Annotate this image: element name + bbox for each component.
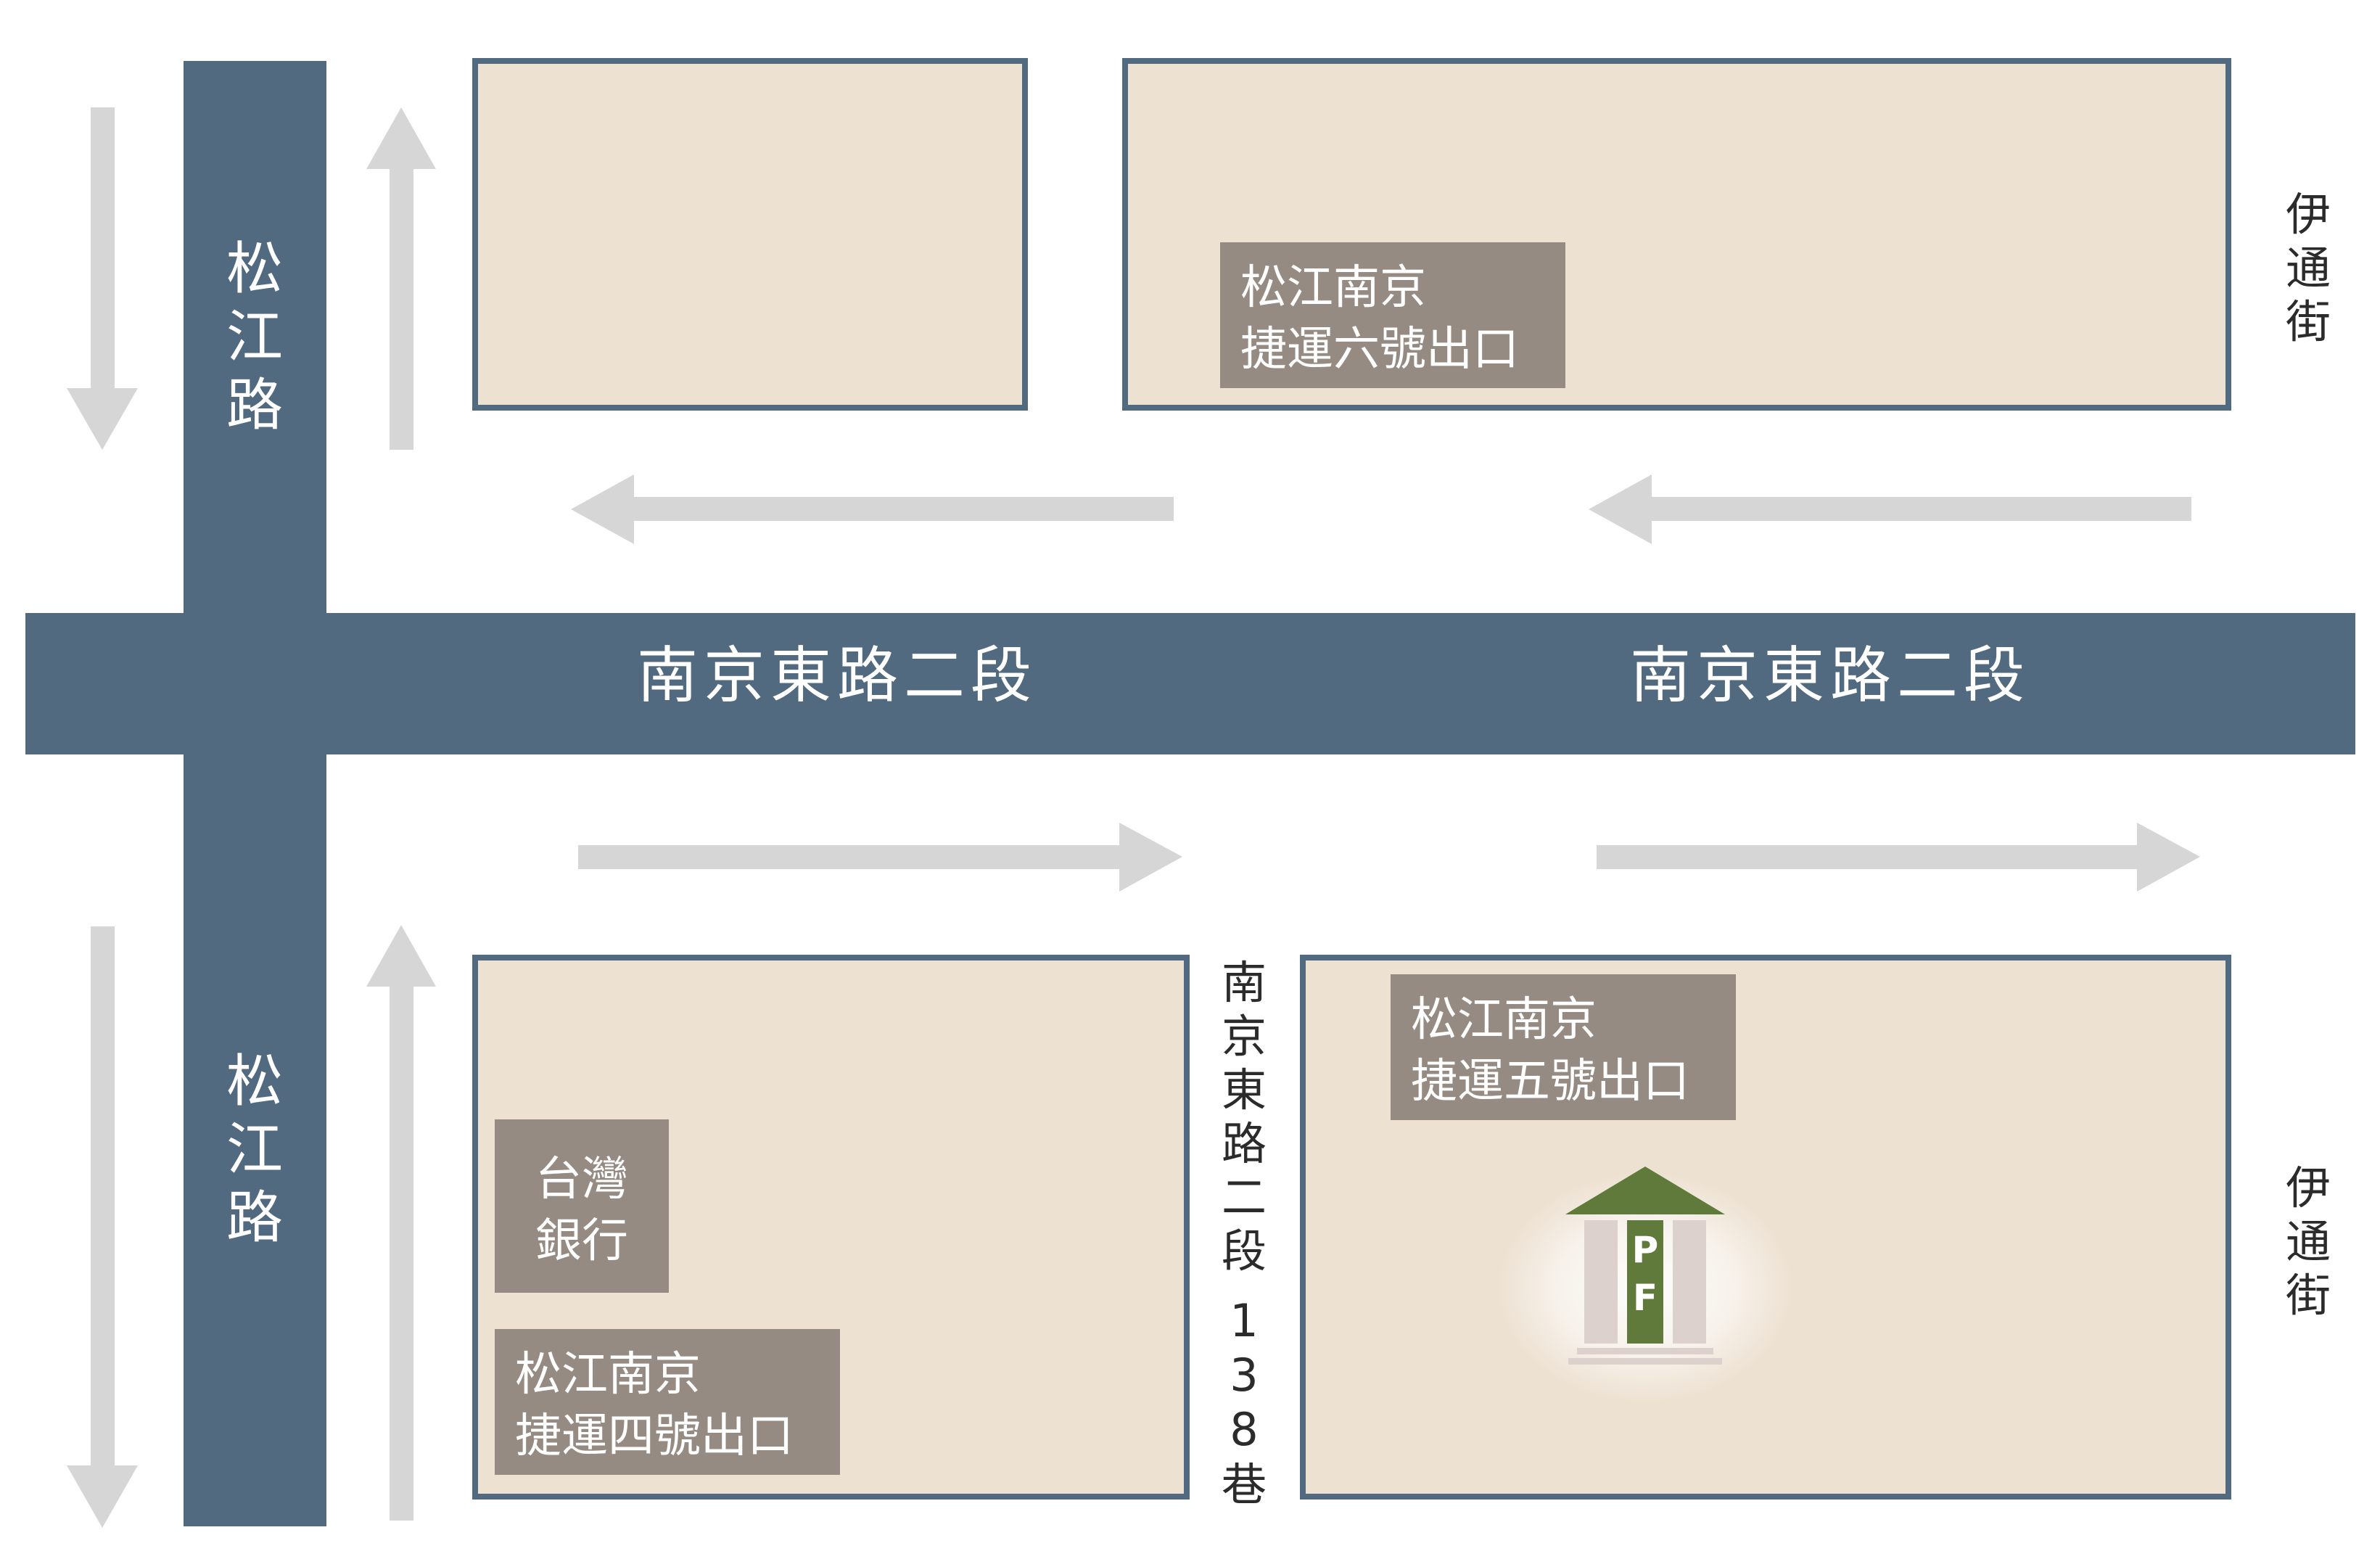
yitong-char: 通 [2286,1215,2331,1268]
exit-number: 捷運五號出口 [1411,1055,1689,1108]
exit-number: 捷運六號出口 [1240,323,1519,377]
songjiang-road-label-top: 松 江 路 [226,236,283,438]
building-step [1568,1358,1722,1365]
label-box [1391,974,1736,1120]
alley-char: 二 [1222,1171,1267,1224]
building-icon: P F [1496,1167,1794,1404]
songjiang-road [184,61,326,1526]
bank-of-taiwan-label: 台灣 銀行 [495,1119,669,1293]
alley-char: 東 [1222,1064,1267,1116]
songjiang-road-label-bottom: 松 江 路 [226,1049,283,1251]
building-column [1584,1220,1618,1344]
yitong-char: 街 [2286,1269,2331,1322]
alley-char: 1 [1230,1294,1258,1347]
alley-char: 南 [1222,956,1267,1009]
bank-name-line1: 台灣 [535,1153,628,1206]
nanjing-road-label-right: 南京東路二段 [1630,640,2030,711]
arrow-up-icon [366,925,436,1521]
mrt-exit-6-label: 松江南京 捷運六號出口 [1220,242,1565,388]
songjiang-char: 松 [226,1049,283,1114]
exit-station-name: 松江南京 [515,1348,701,1402]
arrow-left-icon [571,474,1174,544]
arrow-down-icon [67,926,138,1528]
label-box [495,1119,669,1293]
logo-letter-f: F [1633,1277,1658,1319]
songjiang-char: 江 [226,1117,283,1182]
alley-char: 段 [1222,1225,1267,1278]
nanjing-east-road [25,613,2355,754]
alley-138-label: 南 京 東 路 二 段 1 3 8 巷 [1222,956,1267,1511]
building-center-panel [1627,1220,1663,1344]
songjiang-char: 江 [226,305,283,370]
label-box [1220,242,1565,388]
mrt-exit-4-label: 松江南京 捷運四號出口 [495,1329,840,1475]
arrow-down-icon [67,107,138,450]
alley-char: 路 [1222,1117,1267,1170]
mrt-exit-5-label: 松江南京 捷運五號出口 [1391,974,1736,1120]
yitong-char: 街 [2286,295,2331,348]
arrow-right-icon [1597,823,2200,892]
bank-name-line2: 銀行 [535,1214,628,1268]
yitong-street-label-bottom: 伊 通 街 [2286,1161,2331,1322]
songjiang-char: 松 [226,236,283,302]
yitong-char: 伊 [2286,1161,2331,1214]
block-top-left [472,58,1028,411]
label-box [495,1329,840,1475]
songjiang-char: 路 [226,373,283,438]
logo-letter-p: P [1632,1229,1659,1271]
arrow-right-icon [578,823,1182,892]
alley-char: 巷 [1222,1458,1267,1511]
alley-char: 京 [1222,1010,1267,1063]
yitong-street-label-top: 伊 通 街 [2286,188,2331,348]
alley-char: 8 [1230,1403,1258,1456]
exit-station-name: 松江南京 [1411,993,1597,1047]
songjiang-char: 路 [226,1185,283,1251]
exit-number: 捷運四號出口 [515,1410,794,1463]
building-step [1577,1348,1713,1354]
alley-char: 3 [1230,1349,1258,1402]
building-column [1673,1220,1706,1344]
building-roof [1565,1167,1725,1214]
arrow-up-icon [366,107,436,450]
exit-station-name: 松江南京 [1240,261,1426,315]
nanjing-road-label-left: 南京東路二段 [637,640,1037,711]
yitong-char: 通 [2286,242,2331,295]
yitong-char: 伊 [2286,188,2331,241]
arrow-left-icon [1589,474,2191,544]
